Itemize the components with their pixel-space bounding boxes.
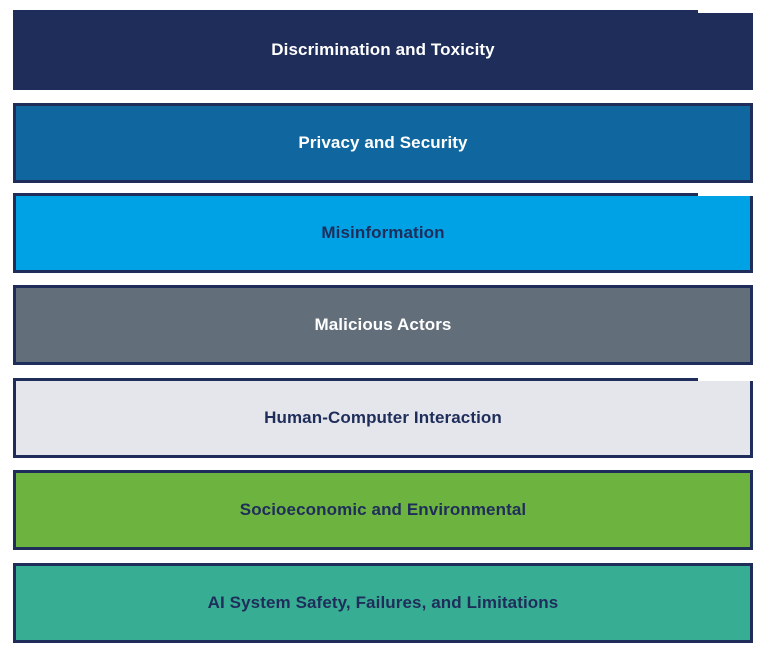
layer-privacy-security: Privacy and Security (13, 103, 753, 183)
layer-label: AI System Safety, Failures, and Limitati… (207, 593, 559, 612)
layer-discrimination-toxicity: Discrimination and Toxicity (13, 10, 753, 90)
notch-decoration (698, 10, 753, 13)
layer-label: Discrimination and Toxicity (271, 40, 495, 59)
layer-label: Socioeconomic and Environmental (239, 500, 527, 519)
layer-misinformation: Misinformation (13, 193, 753, 273)
layer-label: Misinformation (321, 223, 445, 242)
risk-domain-stack: Discrimination and Toxicity Privacy and … (13, 10, 753, 643)
layer-label: Malicious Actors (314, 315, 452, 334)
notch-decoration (698, 193, 753, 196)
layer-socioeconomic-environmental: Socioeconomic and Environmental (13, 470, 753, 550)
layer-label: Human-Computer Interaction (264, 408, 502, 427)
layer-malicious-actors: Malicious Actors (13, 285, 753, 365)
notch-decoration (698, 378, 753, 381)
layer-human-computer-interaction: Human-Computer Interaction (13, 378, 753, 458)
layer-ai-system-safety: AI System Safety, Failures, and Limitati… (13, 563, 753, 643)
layer-label: Privacy and Security (298, 133, 468, 152)
